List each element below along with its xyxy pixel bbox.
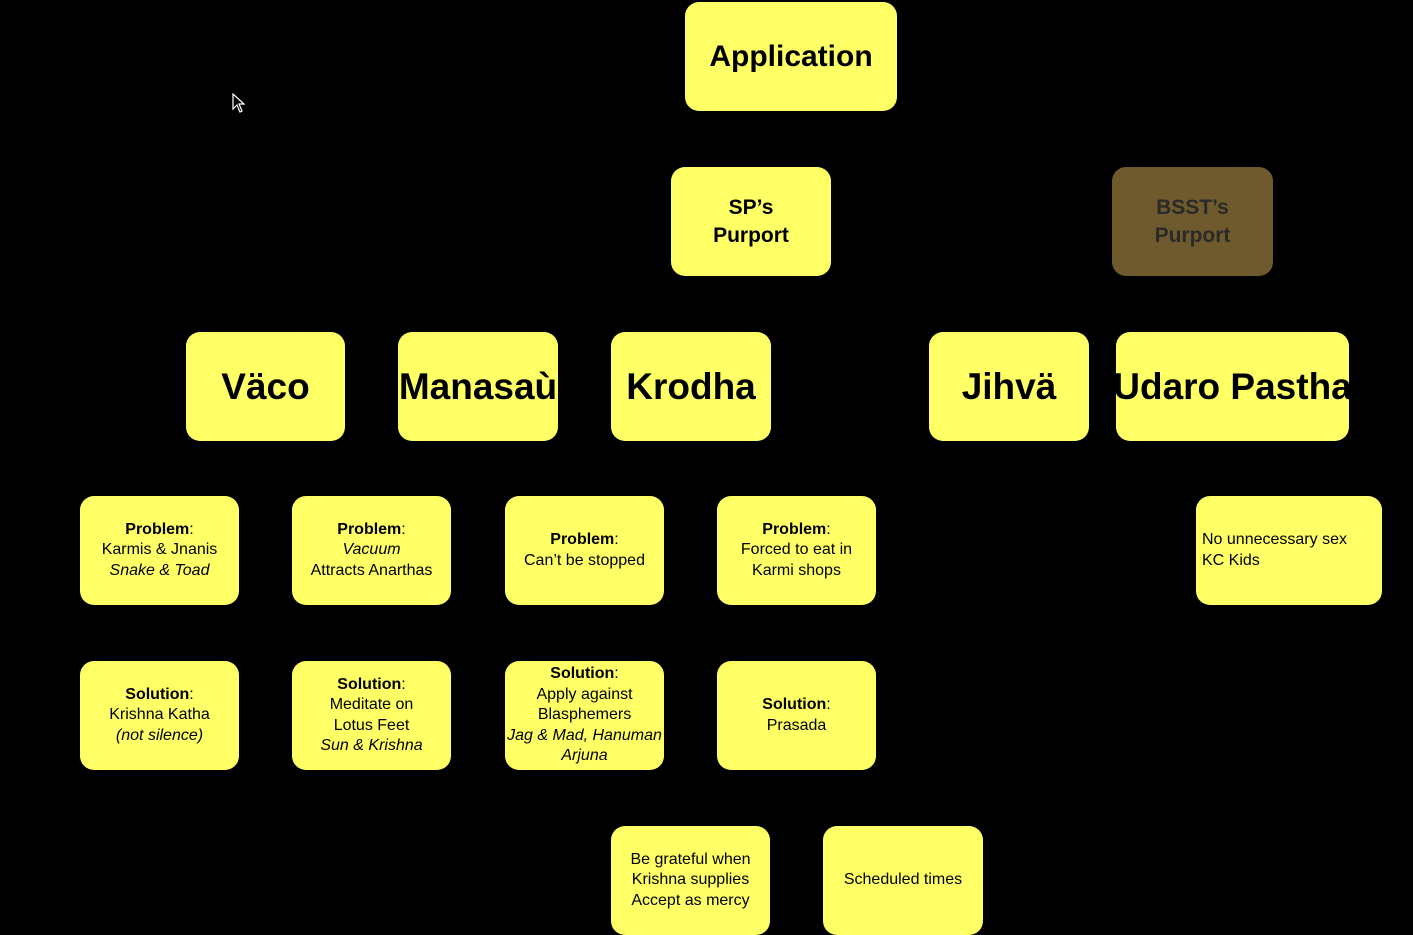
- jihva-solution-head: Solution: [762, 696, 827, 713]
- manasau-solution-line1: Meditate on: [329, 696, 414, 713]
- jihva-problem-head: Problem: [762, 520, 827, 538]
- jihva-box: Jihvä: [929, 332, 1089, 441]
- jihva-label: Jihvä: [961, 365, 1057, 407]
- sp-purport-line2: Purport: [713, 223, 789, 247]
- vaco-solution-line2: (not silence): [115, 726, 204, 744]
- vaco-box: Väco: [186, 332, 345, 441]
- vaco-solution-head: Solution: [125, 685, 190, 703]
- manasau-solution-box: Solution: Meditate on Lotus Feet Sun & K…: [292, 661, 451, 770]
- vaco-problem-box: Problem: Karmis & Jnanis Snake & Toad: [80, 496, 239, 605]
- grateful-line3: Accept as mercy: [631, 891, 750, 909]
- manasau-problem-head: Problem: [337, 520, 402, 538]
- manasau-problem-box: Problem: Vacuum Attracts Anarthas: [292, 496, 451, 605]
- bsst-purport-box: BSST’s Purport: [1112, 167, 1273, 276]
- vaco-problem-line1: Karmis & Jnanis: [101, 541, 218, 559]
- bsst-purport-line2: Purport: [1154, 223, 1231, 247]
- krodha-problem-box: Problem: Can’t be stopped: [505, 496, 664, 605]
- mouse-pointer-icon: [232, 93, 246, 113]
- grateful-box: Be grateful when Krishna supplies Accept…: [611, 826, 770, 935]
- vaco-solution-line1: Krishna Katha: [109, 706, 210, 724]
- application-label: Application: [709, 39, 873, 73]
- sp-purport-line1: SP’s: [728, 195, 774, 219]
- krodha-problem-line1: Can’t be stopped: [524, 551, 645, 569]
- scheduled-times-label: Scheduled times: [843, 871, 963, 889]
- manasau-solution-line3: Sun & Krishna: [320, 737, 423, 754]
- scheduled-times-box: Scheduled times: [823, 826, 983, 935]
- jihva-solution-line1: Prasada: [766, 716, 827, 734]
- krodha-solution-box: Solution: Apply against Blasphemers Jag …: [505, 661, 664, 770]
- vaco-label: Väco: [221, 365, 310, 407]
- manasau-problem-line2: Attracts Anarthas: [310, 561, 433, 579]
- grateful-line2: Krishna supplies: [631, 871, 750, 889]
- manasau-label: Manasaù: [398, 365, 558, 407]
- krodha-box: Krodha: [611, 332, 771, 441]
- krodha-solution-line4: Arjuna: [561, 747, 608, 765]
- krodha-solution-head: Solution: [550, 665, 615, 683]
- manasau-box: Manasaù: [398, 332, 558, 441]
- krodha-problem-head: Problem: [550, 531, 615, 548]
- sp-purport-box: SP’s Purport: [671, 167, 831, 276]
- krodha-label: Krodha: [626, 365, 756, 407]
- vaco-problem-line2: Snake & Toad: [109, 561, 210, 579]
- udaro-pastha-box: Udaro Pastha: [1113, 332, 1352, 441]
- udaro-problem-line2: KC Kids: [1202, 551, 1260, 569]
- vaco-problem-head: Problem: [125, 520, 190, 538]
- vaco-solution-box: Solution: Krishna Katha (not silence): [80, 661, 239, 770]
- grateful-line1: Be grateful when: [630, 850, 751, 868]
- udaro-problem-line1: No unnecessary sex: [1202, 531, 1347, 548]
- application-box: Application: [685, 2, 897, 111]
- krodha-solution-line1: Apply against: [536, 685, 633, 703]
- jihva-solution-box: Solution: Prasada: [717, 661, 876, 770]
- krodha-solution-line3: Jag & Mad, Hanuman: [507, 726, 662, 744]
- manasau-solution-head: Solution: [337, 675, 402, 693]
- jihva-problem-box: Problem: Forced to eat in Karmi shops: [717, 496, 876, 605]
- udaro-pastha-label: Udaro Pastha: [1113, 365, 1352, 407]
- manasau-solution-line2: Lotus Feet: [333, 716, 410, 734]
- bsst-purport-line1: BSST’s: [1156, 195, 1229, 219]
- krodha-solution-line2: Blasphemers: [537, 706, 632, 724]
- jihva-problem-line2: Karmi shops: [752, 561, 841, 579]
- udaro-problem-box: No unnecessary sex KC Kids: [1196, 496, 1382, 605]
- manasau-problem-line1: Vacuum: [342, 541, 401, 559]
- jihva-problem-line1: Forced to eat in: [740, 541, 853, 559]
